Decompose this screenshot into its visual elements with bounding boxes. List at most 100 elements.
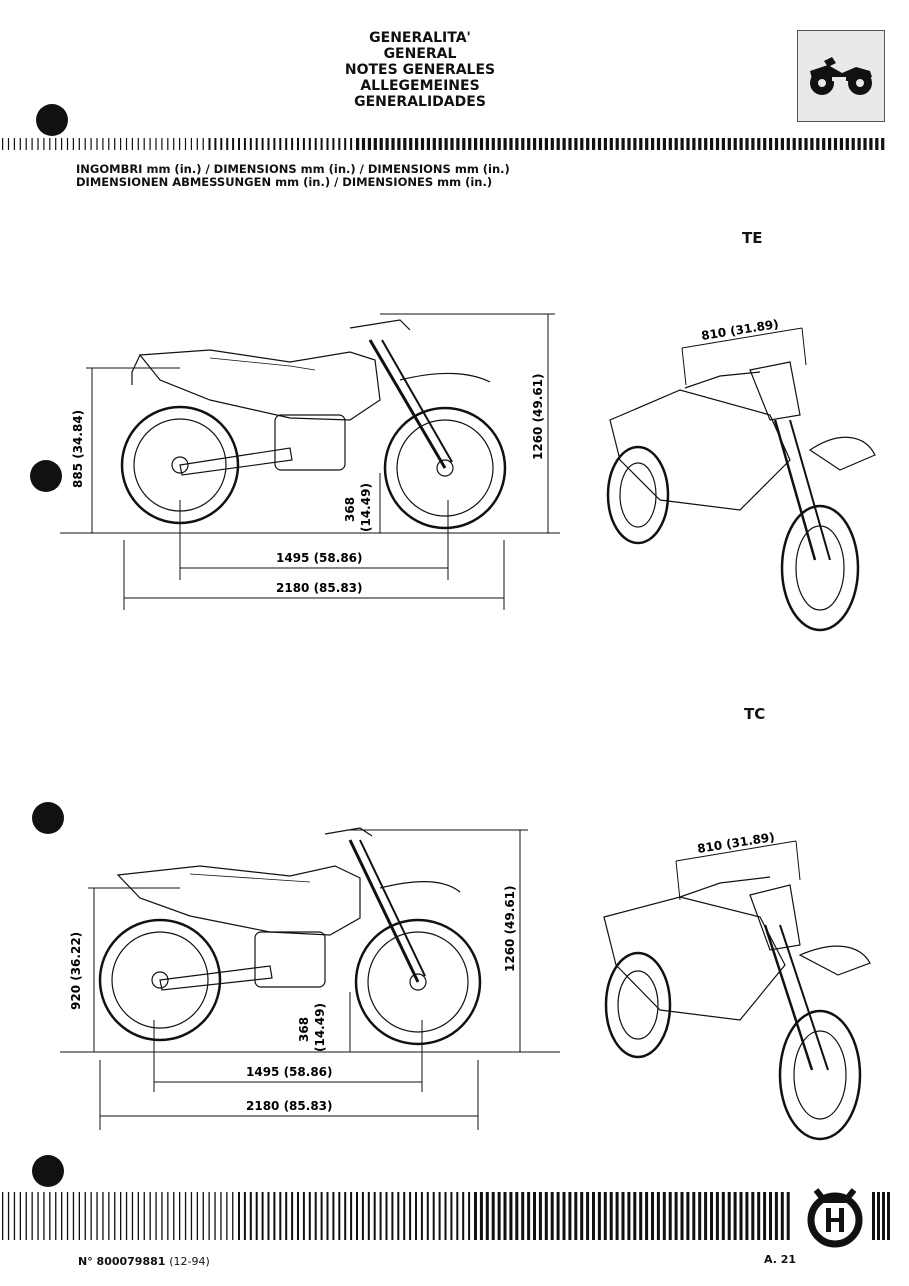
barcode-bar [877,1192,880,1240]
barcode-bar [326,138,329,150]
barcode-bar [326,1192,329,1240]
barcode-bar [468,1192,471,1240]
barcode-bar [574,1192,578,1240]
barcode-bar [2,138,4,150]
barcode-bar [31,1192,33,1240]
barcode-bar [391,138,395,150]
barcode-bar [639,138,643,150]
barcode-bar [562,138,566,150]
barcode-bar [515,138,519,150]
barcode-bar [574,138,578,150]
barcode-bar [774,1192,778,1240]
barcode-bar [692,138,696,150]
te-ground-clearance-in: (14.49) [359,483,373,532]
barcode-bar [367,138,371,150]
barcode-bar [497,138,501,150]
barcode-bar [474,138,478,150]
title-de: ALLEGEMEINES [360,78,480,94]
barcode-bar [102,1192,104,1240]
barcode-bar [869,138,873,150]
barcode-bar [485,138,489,150]
barcode-bar [503,1192,507,1240]
barcode-bar [674,138,678,150]
barcode-bar [420,138,425,150]
document-number-value: N° 800079881 [78,1255,166,1268]
page-number: A. 21 [764,1253,797,1266]
barcode-bar [84,138,86,150]
barcode-bar [786,1192,790,1240]
barcode-bar [615,1192,619,1240]
te-overall-length-label: 2180 (85.83) [276,581,363,595]
barcode-bar [143,1192,145,1240]
barcode-bar [674,1192,678,1240]
barcode-bar [521,138,525,150]
barcode-bar [739,1192,743,1240]
barcode-bar [320,1192,323,1240]
tc-dimension-lines [60,829,560,1130]
barcode-bar [769,1192,772,1240]
barcode-bar [72,1192,75,1240]
barcode-bar [462,1192,465,1240]
barcode-bar [592,1192,595,1240]
barcode-bar [179,1192,181,1240]
barcode-bar [533,1192,536,1240]
barcode-bar [645,1192,649,1240]
barcode-bar [727,1192,731,1240]
barcode-bar [882,1192,885,1240]
barcode-bar [184,1192,187,1240]
barcode-bar [538,138,543,150]
te-side-view-diagram: 885 (34.84) 368 (14.49) 1260 (49.61) 149… [60,313,560,610]
barcode-bar [385,1192,388,1240]
barcode-bar [190,138,192,150]
barcode-bar [66,138,69,150]
barcode-bar [586,1192,590,1240]
te-wheelbase-label: 1495 (58.86) [276,551,363,565]
barcode-bar [538,1192,542,1240]
barcode-bar [603,1192,607,1240]
motorcycle-icon [810,57,872,95]
barcode-bar [149,138,151,150]
barcode-bar [285,138,288,150]
barcode-bar [450,138,454,150]
barcode-bar [420,1192,423,1240]
barcode-bar [468,138,472,150]
barcode-bar [556,1192,560,1240]
barcode-bar [84,1192,86,1240]
barcode-bar [733,138,737,150]
barcode-bar [55,1192,57,1240]
barcode-bar [373,1192,376,1240]
barcode-bar [137,138,139,150]
barcode-bar [332,138,335,150]
barcode-bar [668,1192,672,1240]
barcode-bar [769,138,773,150]
barcode-bar [131,1192,134,1240]
barcode-bar [37,1192,39,1240]
barcode-bar [120,1192,122,1240]
barcode-bar [332,1192,335,1240]
barcode-bar [78,1192,80,1240]
barcode-bar [214,138,217,150]
barcode-bar [839,138,843,150]
tc-seat-height-label: 920 (36.22) [69,932,83,1010]
barcode-bar [527,1192,531,1240]
te-ground-clearance-mm: 368 [343,497,357,522]
barcode-bar [609,138,613,150]
barcode-bar [243,138,246,150]
tc-overall-length-label: 2180 (85.83) [246,1099,333,1113]
barcode-bar [102,138,104,150]
barcode-bar [662,138,666,150]
barcode-bar [344,1192,347,1240]
barcode-bar [249,1192,252,1240]
barcode-bar [361,1192,364,1240]
barcode-bar [161,1192,163,1240]
dimensions-heading-line1: INGOMBRI mm (in.) / DIMENSIONS mm (in.) … [76,162,510,176]
barcode-bar [13,1192,16,1240]
barcode-bar [173,138,175,150]
barcode-bar [279,138,282,150]
te-motorcycle-perspective-drawing [606,361,876,632]
te-perspective-view-diagram: 810 (31.89) [606,317,876,632]
barcode-bar [704,1192,708,1240]
barcode-bar [267,1192,270,1240]
barcode-bar [780,1192,784,1240]
barcode-bar [491,138,495,150]
